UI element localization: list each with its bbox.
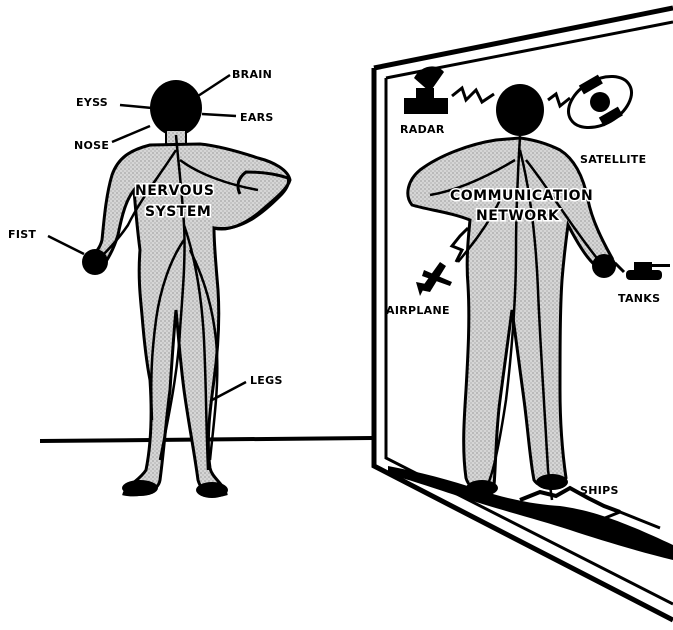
- label-radar: RADAR: [400, 123, 445, 136]
- label-fist: FIST: [8, 228, 36, 241]
- label-nose: NOSE: [74, 139, 109, 152]
- label-brain: BRAIN: [232, 68, 272, 81]
- label-system: SYSTEM: [145, 204, 211, 220]
- label-eyes: EYSS: [76, 96, 108, 109]
- label-tanks: TANKS: [618, 292, 660, 305]
- airplane-icon: [416, 262, 452, 296]
- label-ships: SHIPS: [580, 484, 619, 497]
- label-ears: EARS: [240, 111, 274, 124]
- label-airplane: AIRPLANE: [386, 304, 450, 317]
- left-head: [150, 80, 202, 136]
- label-network: NETWORK: [476, 208, 560, 224]
- label-satellite: SATELLITE: [580, 153, 646, 166]
- satellite-icon: [560, 66, 641, 138]
- mirror-human-figure: [408, 84, 616, 496]
- tank-icon: [626, 262, 670, 280]
- label-nervous: NERVOUS: [135, 183, 215, 199]
- label-legs: LEGS: [250, 374, 283, 387]
- label-communication: COMMUNICATION: [450, 188, 593, 204]
- mirror-head: [496, 84, 544, 136]
